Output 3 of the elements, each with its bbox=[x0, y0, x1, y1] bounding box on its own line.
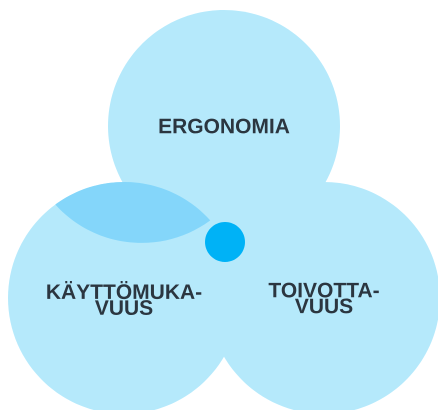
node-label: TOIVOTTA- VUUS bbox=[268, 282, 379, 314]
node-label: KÄYTTÖMUKA- VUUS bbox=[47, 280, 202, 316]
center-dot bbox=[205, 222, 245, 262]
